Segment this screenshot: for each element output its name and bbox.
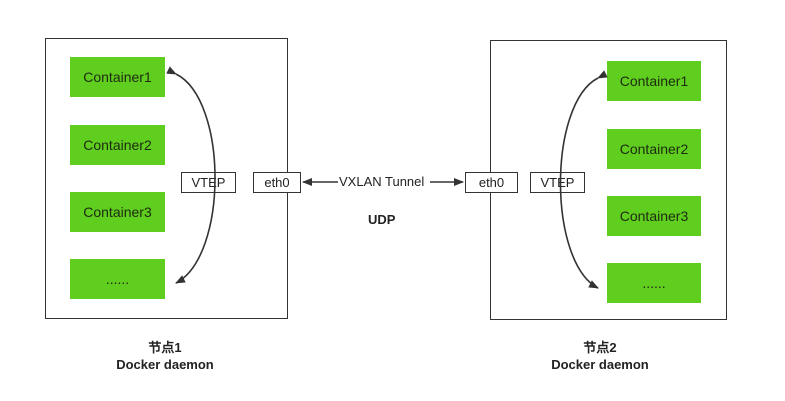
node1-container-3: Container3 [70, 192, 165, 232]
node1-container-1: Container1 [70, 57, 165, 97]
node2-container-ellipsis: ...... [607, 263, 701, 303]
node2-container-3: Container3 [607, 196, 701, 236]
node2-container-1: Container1 [607, 61, 701, 101]
node1-vtep: VTEP [181, 172, 236, 193]
node2-vtep-curve [559, 70, 608, 289]
node1-vtep-curve [166, 66, 216, 284]
node1-container-2: Container2 [70, 125, 165, 165]
node1-container-ellipsis: ...... [70, 259, 165, 299]
node1-caption: 节点1 Docker daemon [90, 339, 240, 373]
node1-caption-title: 节点1 [148, 340, 182, 355]
node2-caption: 节点2 Docker daemon [525, 339, 675, 373]
node2-caption-title: 节点2 [583, 340, 617, 355]
node2-caption-subtitle: Docker daemon [551, 357, 649, 372]
node1-eth0: eth0 [253, 172, 301, 193]
tunnel-label: VXLAN Tunnel [339, 174, 425, 189]
node2-container-2: Container2 [607, 129, 701, 169]
node1-caption-subtitle: Docker daemon [116, 357, 214, 372]
node2-eth0: eth0 [465, 172, 518, 193]
node2-vtep: VTEP [530, 172, 585, 193]
protocol-label: UDP [368, 212, 396, 227]
